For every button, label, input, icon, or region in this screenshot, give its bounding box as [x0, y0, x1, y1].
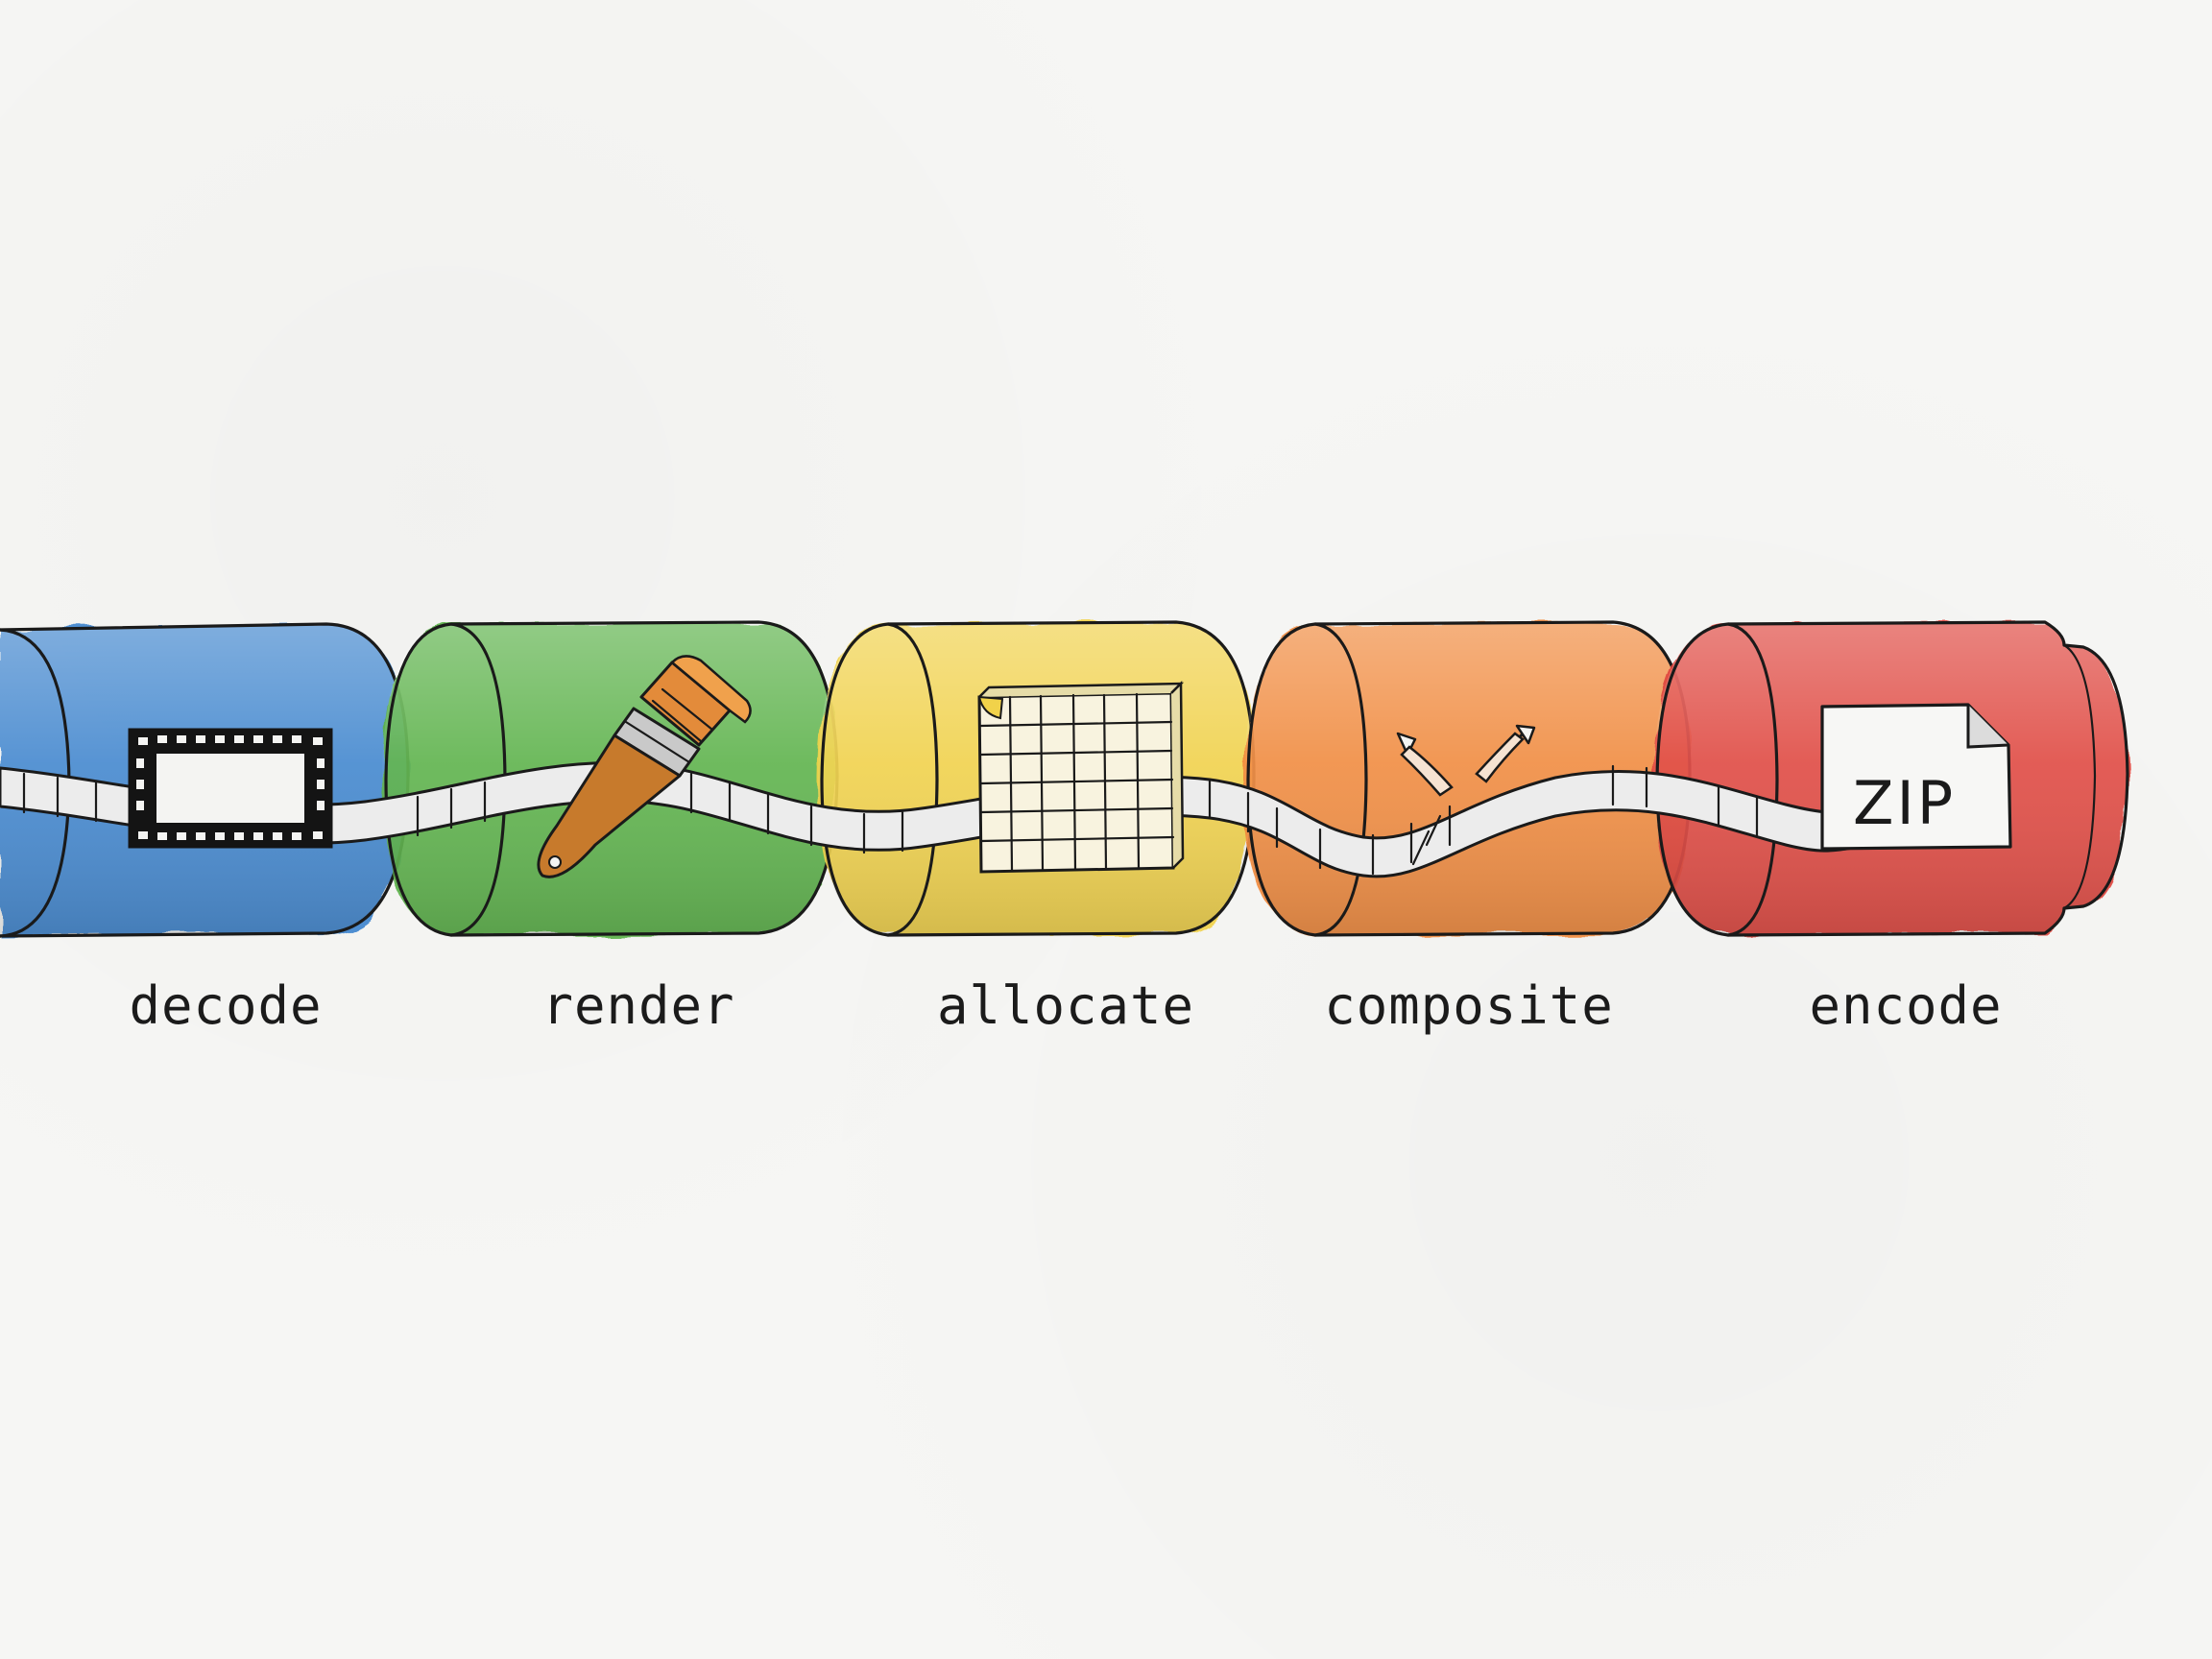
stage-labels: decode render allocate composite encode — [129, 975, 2002, 1036]
merge-arrows-icon — [1396, 724, 1536, 866]
stage-label-render: render — [541, 975, 734, 1036]
grid-sheet-icon — [977, 681, 1185, 874]
stage-label-allocate: allocate — [937, 975, 1194, 1036]
zip-label: ZIP — [1853, 768, 1956, 838]
stage-label-encode: encode — [1809, 975, 2002, 1036]
zip-file-icon: ZIP — [1820, 703, 2012, 851]
stage-label-composite: composite — [1324, 975, 1614, 1036]
paintbrush-icon — [537, 655, 752, 878]
film-frame-icon — [128, 728, 333, 849]
stage-label-decode: decode — [129, 975, 322, 1036]
